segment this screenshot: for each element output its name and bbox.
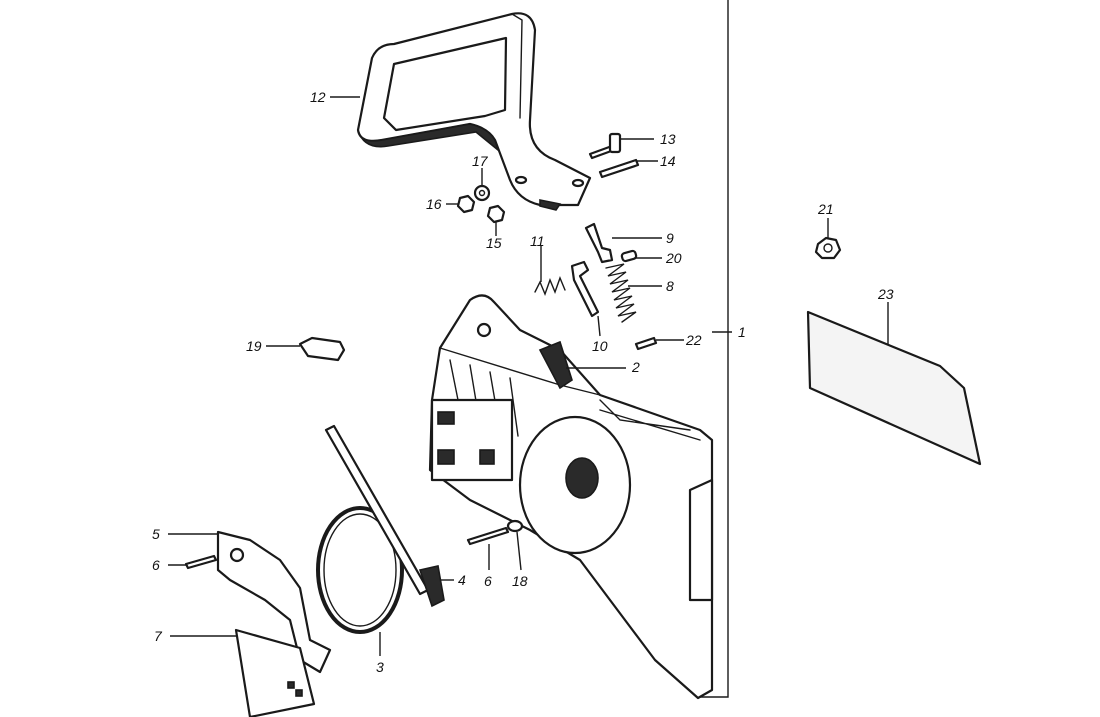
callout-2: 2	[631, 359, 640, 375]
assembly-bracket-line	[700, 0, 729, 698]
part-22-pin	[634, 336, 658, 351]
callout-8: 8	[666, 278, 674, 294]
callout-11: 11	[530, 233, 545, 249]
part-20-plug	[620, 249, 638, 263]
callout-16: 16	[426, 196, 442, 212]
part-7-label-plate	[234, 628, 316, 717]
callout-15: 15	[486, 235, 502, 251]
callout-4: 4	[458, 572, 466, 588]
part-17-washer	[473, 184, 491, 202]
part-15-nut	[486, 204, 506, 224]
part-13-bolt	[588, 132, 622, 160]
callout-3: 3	[376, 659, 384, 675]
part-5-plate	[216, 530, 332, 674]
part-23-sheet	[806, 310, 982, 466]
callout-19: 19	[246, 338, 262, 354]
part-18-washer	[506, 519, 524, 533]
callout-14: 14	[660, 153, 676, 169]
part-16-nut	[456, 194, 476, 214]
callout-7: 7	[154, 628, 163, 644]
callout-23: 23	[877, 286, 894, 302]
part-3-brake-band	[316, 506, 404, 634]
callout-20: 20	[665, 250, 682, 266]
part-11-spring	[534, 276, 566, 296]
part-6-screw-right	[466, 526, 510, 546]
callout-6-left: 6	[152, 557, 160, 573]
part-21-nut	[814, 236, 842, 260]
part-1-cover	[428, 294, 714, 700]
part-14-pin	[598, 158, 640, 179]
callout-9: 9	[666, 230, 674, 246]
callout-10: 10	[592, 338, 608, 354]
part-9-rod	[584, 222, 614, 264]
part-6-screw-left	[184, 554, 218, 570]
callout-18: 18	[512, 573, 528, 589]
callout-21: 21	[817, 201, 834, 217]
part-10-lever	[570, 260, 600, 318]
part-19-block	[298, 336, 346, 362]
callout-6-right: 6	[484, 573, 492, 589]
part-8-spring	[605, 263, 637, 323]
callout-22: 22	[685, 332, 702, 348]
callout-1: 1	[738, 324, 746, 340]
callout-13: 13	[660, 131, 676, 147]
callout-12: 12	[310, 89, 326, 105]
part-4-rod	[324, 424, 445, 608]
callout-17: 17	[472, 153, 489, 169]
part-12-handle	[356, 12, 592, 211]
leader-lines	[168, 96, 889, 656]
callout-5: 5	[152, 526, 160, 542]
